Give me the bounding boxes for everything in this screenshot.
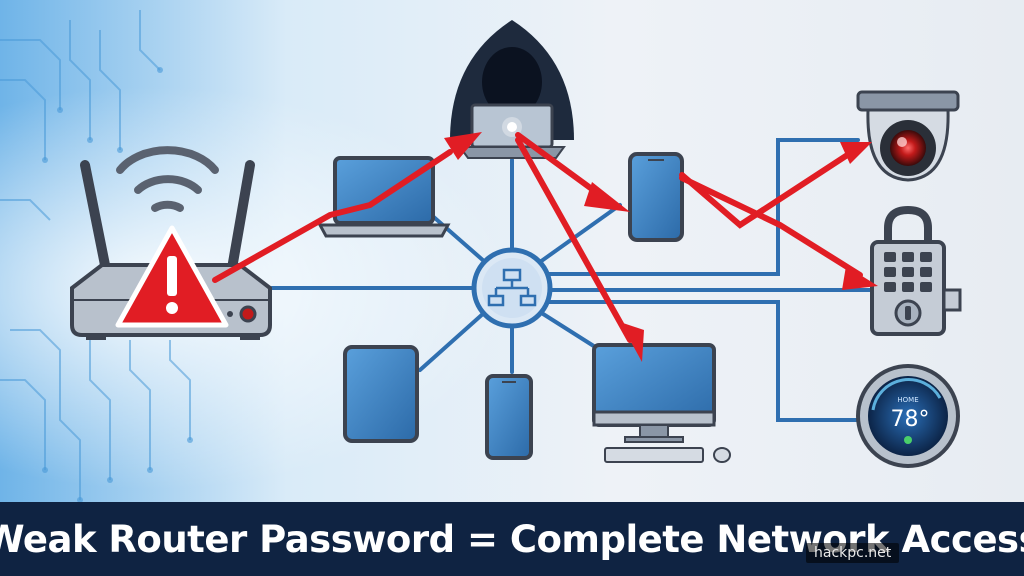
attack-arrow-hacker-to-phone	[515, 132, 603, 198]
thermostat-temperature: 78°	[891, 407, 930, 432]
phone-icon-bottom	[485, 374, 533, 460]
attack-arrows	[212, 132, 863, 343]
smart-lock-icon	[870, 205, 962, 336]
attack-arrow-router-to-hacker	[212, 149, 453, 283]
thermostat-icon: HOME 78°	[856, 364, 960, 468]
attack-arrow-hacker-to-desktop	[515, 137, 633, 343]
warning-icon	[115, 225, 229, 328]
thermostat-label: HOME	[897, 396, 918, 404]
attack-arrow-phone-to-camera	[679, 147, 858, 229]
network-lines	[270, 138, 872, 422]
watermark: hackpc.net	[806, 543, 900, 563]
hacker-icon	[450, 20, 574, 159]
attack-arrow-phone-to-lock	[679, 175, 863, 278]
circuit-nodes	[42, 67, 193, 503]
tablet-icon	[343, 345, 419, 443]
attack-arrowheads	[444, 132, 878, 362]
title-banner: Weak Router Password = Complete Network …	[0, 502, 1024, 576]
desktop-icon	[592, 343, 731, 463]
phone-icon	[628, 152, 684, 242]
network-hub-icon	[471, 247, 553, 329]
security-camera-icon	[856, 90, 960, 182]
circuit-traces	[0, 10, 191, 500]
